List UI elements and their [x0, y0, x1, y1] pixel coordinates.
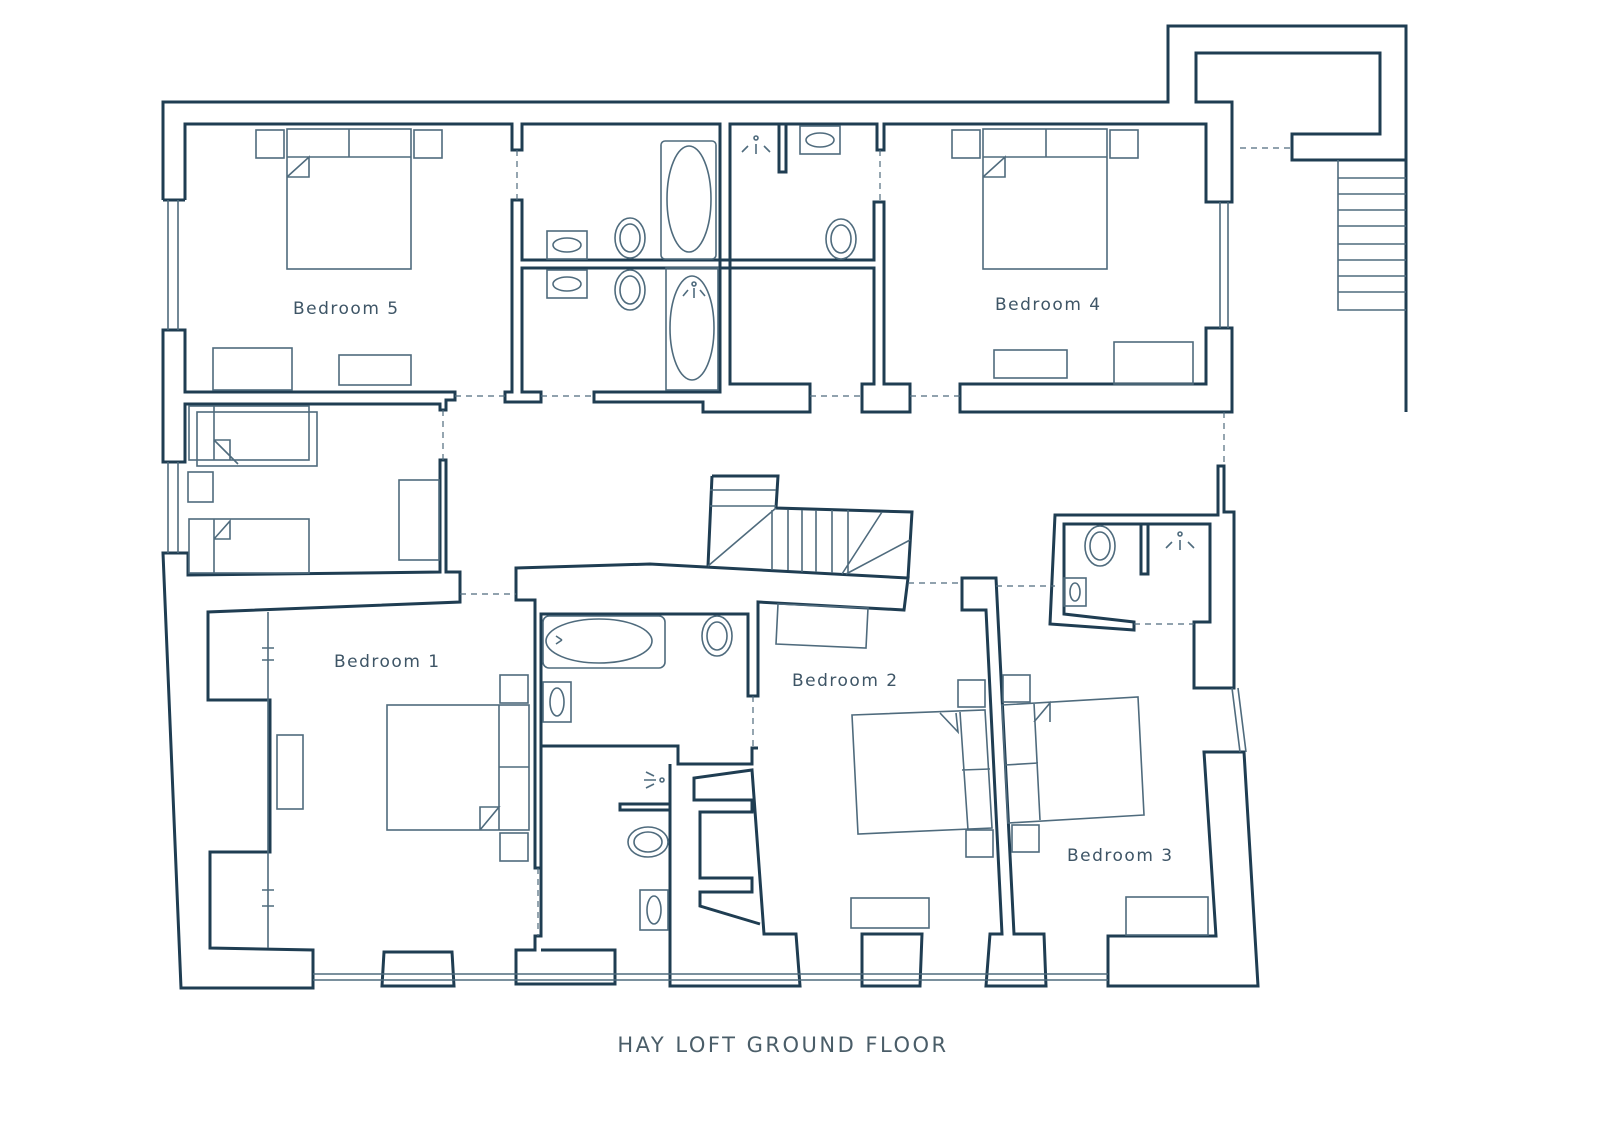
inner-wall-top — [183, 51, 1406, 262]
shelf — [618, 802, 672, 812]
wall-center-column — [728, 200, 912, 414]
room-label-bedroom1: Bedroom 1 — [334, 652, 441, 672]
wall-stair-landing — [514, 562, 910, 870]
wall-bath-mid — [514, 744, 758, 986]
windows — [167, 160, 1406, 981]
shower-partition-3 — [1139, 524, 1150, 576]
wall-left-top — [161, 198, 457, 464]
wall-bath-bottom — [592, 266, 812, 414]
wall-bottom-piers — [380, 932, 924, 988]
wall-bedroom-twin-right — [161, 458, 462, 990]
walls — [161, 24, 1408, 990]
room-label-bedroom3: Bedroom 3 — [1067, 846, 1174, 866]
wall-bedroom2-3-divider — [960, 576, 1048, 988]
floor-plan-title: HAY LOFT GROUND FLOOR — [617, 1033, 949, 1057]
wall-ensuite3 — [1048, 464, 1236, 690]
outer-wall-top — [161, 24, 1408, 412]
room-label-bedroom5: Bedroom 5 — [293, 299, 400, 319]
wall-bedroom4-bottom — [958, 326, 1234, 414]
wall-shower-partition — [777, 124, 788, 174]
wall-bedroom3-right — [1106, 750, 1260, 988]
exterior-stair — [1337, 160, 1406, 311]
wall-bath-divider — [503, 198, 722, 404]
furniture — [187, 125, 1209, 936]
staircase — [706, 474, 914, 579]
wall-cupboards — [668, 764, 802, 988]
door-openings — [442, 147, 1292, 936]
room-label-bedroom2: Bedroom 2 — [792, 671, 899, 691]
room-label-bedroom4: Bedroom 4 — [995, 295, 1102, 315]
